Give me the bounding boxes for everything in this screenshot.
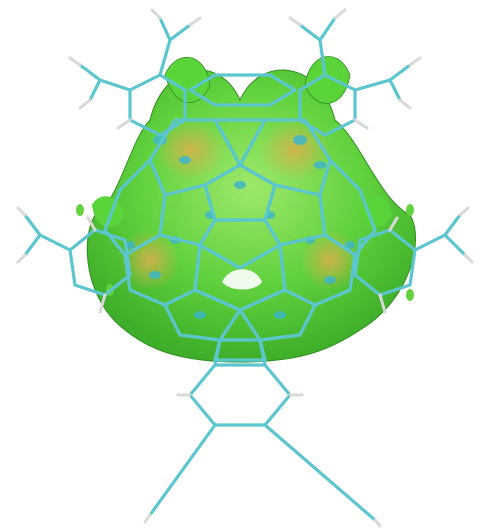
hydrogen-atoms (16, 8, 474, 528)
